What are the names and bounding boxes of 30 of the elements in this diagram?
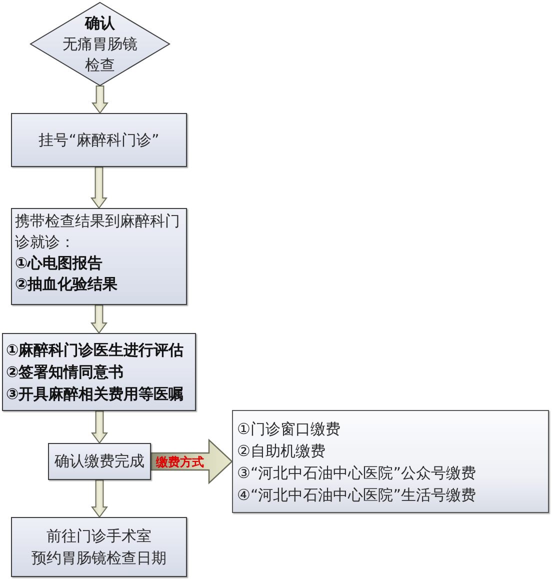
block-arrow <box>150 438 233 484</box>
block-arrow <box>92 86 108 114</box>
block-arrow <box>91 410 108 444</box>
process-box <box>2 333 196 411</box>
payment-option-text: ④“河北中石油中心医院”生活号缴费 <box>237 484 476 506</box>
block-arrow <box>91 480 108 518</box>
block-arrow <box>90 304 108 334</box>
decision-heading: 确认 <box>85 12 115 34</box>
process-box <box>11 113 187 167</box>
step-text: 携带检查结果到麻醉科门诊就诊： <box>15 211 181 253</box>
process-box <box>48 443 151 480</box>
decision-text: 无痛胃肠镜检查 <box>62 34 138 76</box>
payment-option-text: ②自助机缴费 <box>237 440 326 462</box>
step-text: 挂号“麻醉科门诊” <box>38 130 160 150</box>
edge-label: 缴费方式 <box>156 454 204 468</box>
decision-diamond <box>30 2 170 86</box>
step-text: ②抽血化验结果 <box>15 274 118 295</box>
step-text: 前往门诊手术室 <box>46 526 152 547</box>
payment-option-text: ①门诊窗口缴费 <box>237 418 340 440</box>
payment-option-text: ③“河北中石油中心医院”公众号缴费 <box>237 462 476 484</box>
step-text: ③开具麻醉相关费用等医嘱 <box>6 384 184 405</box>
step-text: 确认缴费完成 <box>54 451 144 472</box>
step-text: ①心电图报告 <box>15 253 103 274</box>
note-box <box>232 410 549 513</box>
step-text: 预约胃肠镜检查日期 <box>32 548 166 569</box>
step-text: ①麻醉科门诊医生进行评估 <box>6 340 184 361</box>
block-arrow <box>90 166 108 209</box>
step-text: ②签署知情同意书 <box>6 362 124 383</box>
process-box <box>11 208 187 305</box>
process-box <box>11 517 187 577</box>
